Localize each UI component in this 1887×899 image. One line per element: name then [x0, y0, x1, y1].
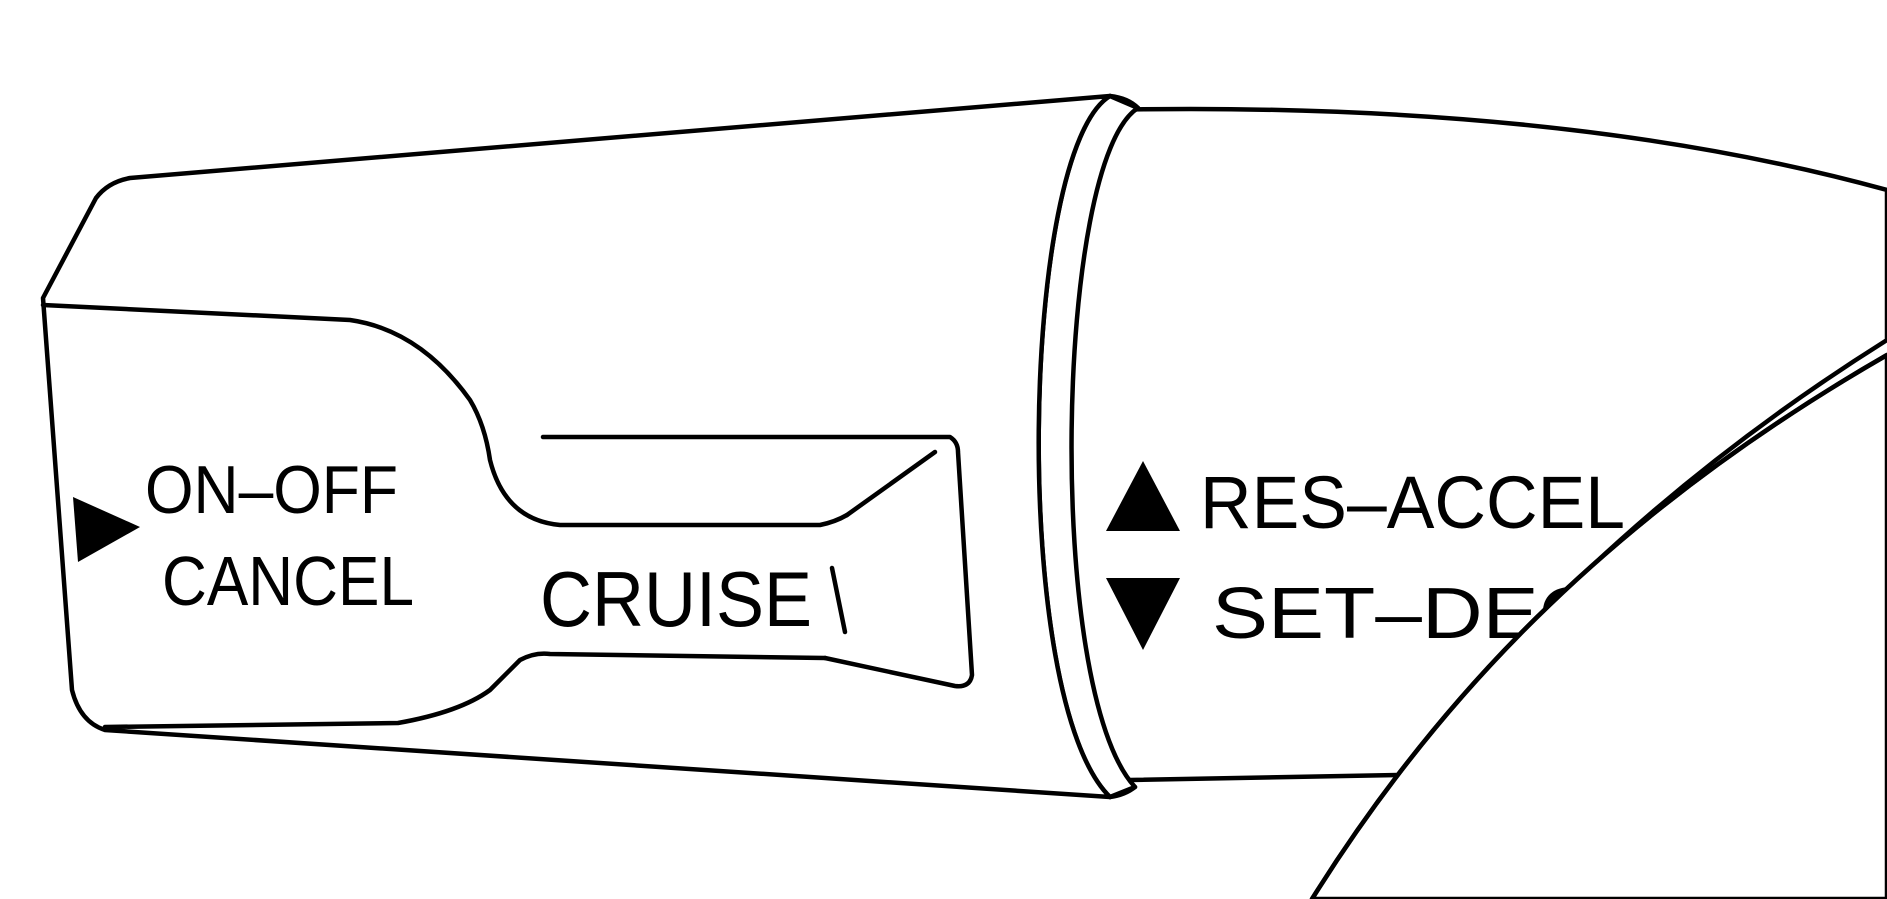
triangle-down-icon: [1106, 578, 1180, 650]
lever-collar-back-edge: [1107, 784, 1138, 800]
lever-collar-front-edge: [1107, 93, 1141, 111]
lever-body-left: [40, 93, 1113, 800]
triangle-up-icon: [1106, 461, 1180, 531]
res-accel-label: RES–ACCEL: [1200, 461, 1625, 544]
cruise-button-frame: [540, 434, 975, 689]
steering-wheel-rim-edge: [1309, 352, 1887, 899]
cruise-button-bevel: [844, 449, 938, 518]
cancel-label: CANCEL: [162, 542, 414, 620]
cruise-indicator-mark: [829, 565, 848, 635]
lever-end-cap: [40, 302, 850, 528]
triangle-right-icon: [73, 497, 140, 562]
cruise-label: CRUISE: [540, 555, 812, 643]
on-off-label: ON–OFF: [145, 452, 398, 528]
lever-end-cap-lower: [102, 651, 828, 730]
